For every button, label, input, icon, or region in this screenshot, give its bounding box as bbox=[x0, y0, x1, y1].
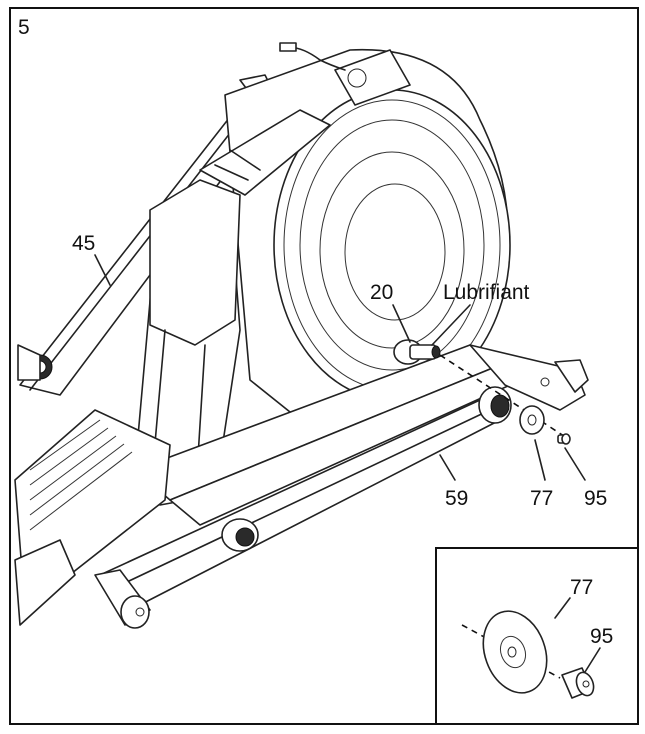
label-part-59: 59 bbox=[445, 487, 468, 510]
assembly-axis-line bbox=[439, 354, 571, 441]
label-part-95: 95 bbox=[584, 487, 607, 510]
leader-77 bbox=[534, 439, 546, 481]
pedal-plate bbox=[14, 409, 171, 626]
leader-20 bbox=[392, 304, 411, 343]
leader-59 bbox=[439, 454, 456, 481]
upright-mast bbox=[134, 109, 331, 506]
label-part-45: 45 bbox=[72, 232, 95, 255]
step-number: 5 bbox=[18, 16, 30, 39]
axle-20 bbox=[393, 339, 441, 365]
bolt-95 bbox=[557, 433, 571, 445]
leader-lubricant bbox=[431, 304, 471, 346]
label-part-77: 77 bbox=[530, 487, 553, 510]
label-lubricant: Lubrifiant bbox=[443, 281, 530, 304]
leader-95 bbox=[564, 447, 586, 481]
label-part-20: 20 bbox=[370, 281, 393, 304]
leader-45 bbox=[94, 254, 111, 286]
detail-inset bbox=[435, 547, 639, 725]
crank-arm-59 bbox=[94, 386, 512, 629]
base-frame bbox=[134, 344, 589, 526]
inset-label-95: 95 bbox=[590, 625, 613, 648]
washer-77 bbox=[519, 405, 545, 435]
inset-label-77: 77 bbox=[570, 576, 593, 599]
